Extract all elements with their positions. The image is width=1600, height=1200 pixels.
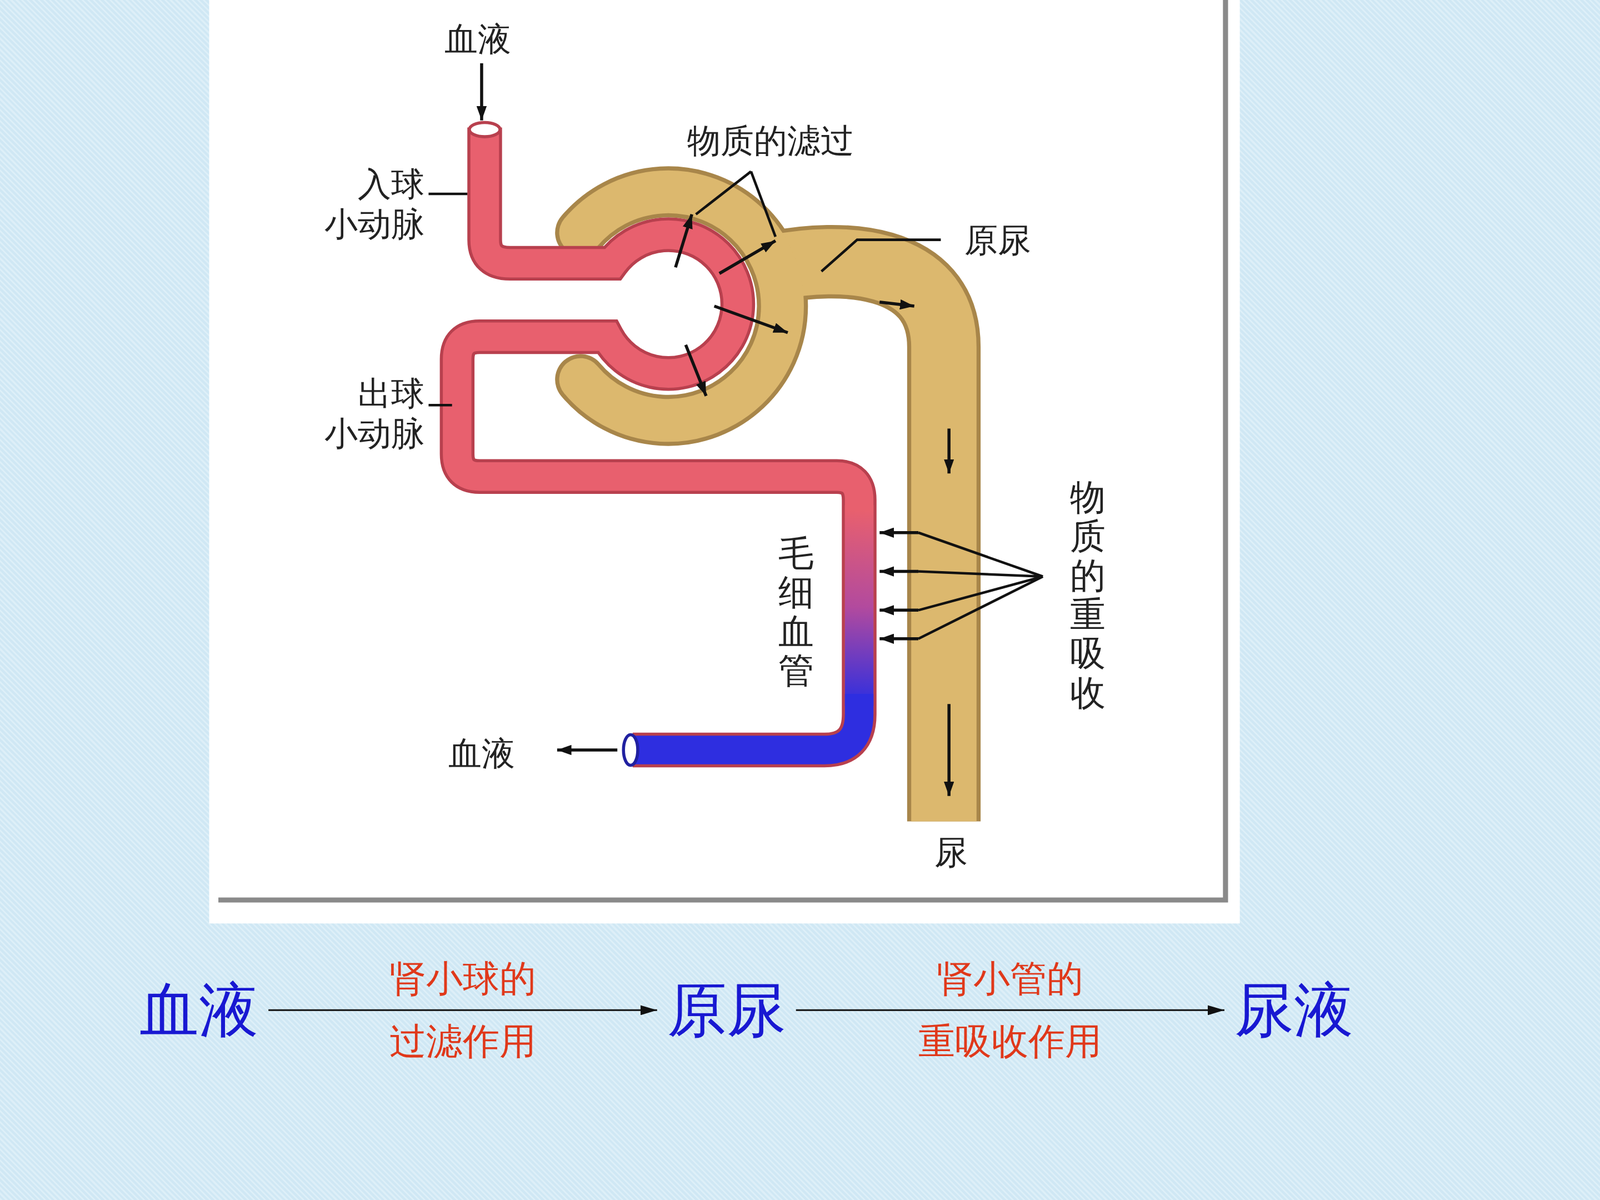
part-label: 尿 <box>934 832 968 873</box>
process-label: 肾小管的 重吸收作用 <box>907 947 1114 1073</box>
term-text: 原尿 <box>667 974 787 1046</box>
part-label: 毛细血管 <box>778 533 814 691</box>
vessel-outline <box>457 127 860 750</box>
vessel-opening <box>623 734 638 765</box>
flow-arrows <box>481 63 949 797</box>
panel <box>209 0 1240 924</box>
part-label: 血液 <box>448 733 515 774</box>
flow-term: 原尿 <box>657 972 797 1048</box>
flow-term: 血液 <box>129 972 269 1048</box>
flow-arrow <box>268 1009 658 1012</box>
flow-arrow <box>796 1009 1225 1012</box>
flow-term: 尿液 <box>1224 972 1364 1048</box>
part-label: 物质的滤过 <box>687 120 854 161</box>
part-label: 入球 小动脉 <box>311 163 425 244</box>
part-label: 原尿 <box>964 220 1032 260</box>
vessel-opening <box>469 122 500 137</box>
part-label: 血液 <box>444 18 512 59</box>
process-label: 肾小球的 过滤作用 <box>360 947 566 1073</box>
term-text: 尿液 <box>1234 974 1354 1046</box>
vein <box>632 693 860 750</box>
arteriole <box>457 127 860 715</box>
panel-shadow <box>218 0 1226 900</box>
term-text: 血液 <box>139 974 259 1046</box>
part-label: 出球 小动脉 <box>311 373 425 454</box>
part-label: 物质的重吸收 <box>1070 477 1106 713</box>
leader-lines <box>428 171 1043 639</box>
capillary <box>845 505 874 707</box>
